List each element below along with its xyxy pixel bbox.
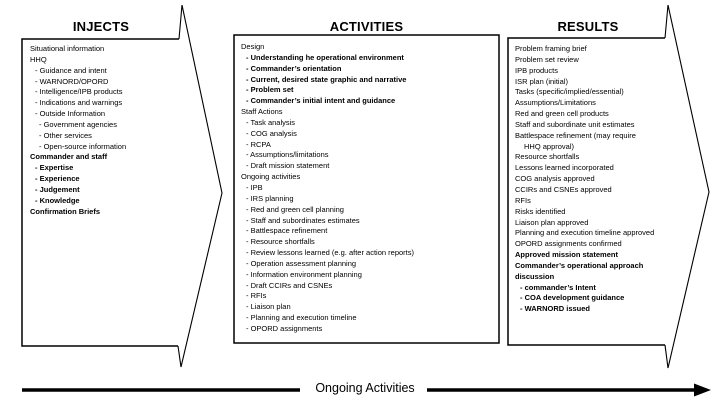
bottom-arrowhead-icon bbox=[694, 383, 711, 397]
list-item: - Open-source information bbox=[39, 141, 127, 151]
list-item: - Government agencies bbox=[39, 119, 117, 129]
list-item: Ongoing activities bbox=[241, 172, 301, 182]
list-item: - Intelligence/IPB products bbox=[35, 87, 123, 97]
list-item: Situational information bbox=[30, 44, 105, 53]
list-item: - Draft CCIRs and CSNEs bbox=[246, 280, 333, 290]
list-item: - Other services bbox=[39, 130, 92, 140]
list-item: - Current, desired state graphic and nar… bbox=[246, 74, 407, 84]
list-item: - Outside Information bbox=[35, 109, 106, 119]
list-item: - Staff and subordinates estimates bbox=[246, 215, 360, 225]
list-item: IPB products bbox=[515, 65, 558, 75]
list-item: - Resource shortfalls bbox=[246, 237, 315, 247]
list-item: - OPORD assignments bbox=[246, 323, 323, 333]
list-item: Assumptions/Limitations bbox=[515, 98, 596, 108]
list-item: Commander’s operational approach bbox=[515, 260, 644, 270]
list-item: - COA development guidance bbox=[520, 293, 625, 303]
list-item: - Review lessons learned (e.g. after act… bbox=[246, 248, 414, 258]
column-title-activities: ACTIVITIES bbox=[329, 19, 404, 34]
list-item: CCIRs and CSNEs approved bbox=[515, 184, 612, 194]
column-title-results: RESULTS bbox=[557, 19, 619, 34]
list-item: HHQ approval) bbox=[524, 141, 575, 151]
list-item: Planning and execution timeline approved bbox=[515, 228, 655, 238]
column-title-injects: INJECTS bbox=[72, 19, 130, 34]
list-item: - WARNORD issued bbox=[520, 304, 591, 314]
list-item: OPORD assignments confirmed bbox=[515, 239, 622, 249]
list-item: - Experience bbox=[35, 174, 80, 184]
list-item: discussion bbox=[515, 271, 555, 281]
list-item: Liaison plan approved bbox=[515, 217, 589, 227]
list-item: - Knowledge bbox=[35, 195, 80, 205]
list-item: HHQ bbox=[30, 54, 47, 64]
right-flow-arrow bbox=[664, 4, 710, 369]
list-item: Risks identified bbox=[515, 206, 566, 216]
list-item: ISR plan (initial) bbox=[515, 76, 568, 86]
list-item: - Task analysis bbox=[246, 117, 296, 127]
list-item: - Guidance and intent bbox=[35, 65, 107, 75]
list-item: - Red and green cell planning bbox=[246, 204, 344, 214]
list-item: - Planning and execution timeline bbox=[246, 313, 357, 323]
list-item: Red and green cell products bbox=[515, 109, 609, 119]
list-item: Problem framing brief bbox=[515, 44, 587, 53]
list-item: COG analysis approved bbox=[515, 174, 595, 184]
list-item: - Operation assessment planning bbox=[246, 258, 357, 268]
list-item: Battlespace refinement (may require bbox=[515, 130, 636, 140]
list-item: - Information environment planning bbox=[246, 269, 362, 279]
list-item: - Understanding he operational environme… bbox=[246, 52, 404, 62]
list-item: - Draft mission statement bbox=[246, 161, 330, 171]
list-item: Confirmation Briefs bbox=[30, 206, 101, 216]
activities-list: Design- Understanding he operational env… bbox=[241, 42, 497, 335]
list-item: RFIs bbox=[515, 195, 531, 205]
list-item: - Indications and warnings bbox=[35, 98, 123, 108]
list-item: - Liaison plan bbox=[246, 302, 291, 312]
left-flow-arrow bbox=[177, 4, 223, 368]
list-item: - Commander’s orientation bbox=[246, 63, 342, 73]
list-item: - RCPA bbox=[246, 139, 271, 149]
list-item: Staff and subordinate unit estimates bbox=[515, 119, 635, 129]
list-item: - Problem set bbox=[246, 85, 294, 95]
list-item: Design bbox=[241, 42, 265, 51]
list-item: - Commander’s initial intent and guidanc… bbox=[246, 96, 396, 106]
list-item: - RFIs bbox=[246, 291, 267, 301]
ongoing-activities-label: Ongoing Activities bbox=[315, 381, 415, 395]
list-item: Commander and staff bbox=[30, 152, 108, 162]
list-item: - commander’s Intent bbox=[520, 282, 596, 292]
list-item: Approved mission statement bbox=[515, 250, 618, 260]
list-item: - COG analysis bbox=[246, 128, 297, 138]
list-item: - IRS planning bbox=[246, 193, 294, 203]
list-item: Problem set review bbox=[515, 54, 579, 64]
list-item: Resource shortfalls bbox=[515, 152, 580, 162]
list-item: Lessons learned incorporated bbox=[515, 163, 614, 173]
list-item: Tasks (specific/implied/essential) bbox=[515, 87, 624, 97]
list-item: - Battlespace refinement bbox=[246, 226, 328, 236]
list-item: - Assumptions/limitations bbox=[246, 150, 329, 160]
results-box bbox=[507, 37, 665, 346]
list-item: - Judgement bbox=[35, 184, 80, 194]
list-item: - Expertise bbox=[35, 163, 74, 173]
activities-box bbox=[233, 34, 500, 344]
list-item: - WARNORD/OPORD bbox=[35, 76, 109, 86]
list-item: - IPB bbox=[246, 182, 263, 192]
injects-box bbox=[21, 38, 179, 347]
list-item: Staff Actions bbox=[241, 107, 283, 117]
